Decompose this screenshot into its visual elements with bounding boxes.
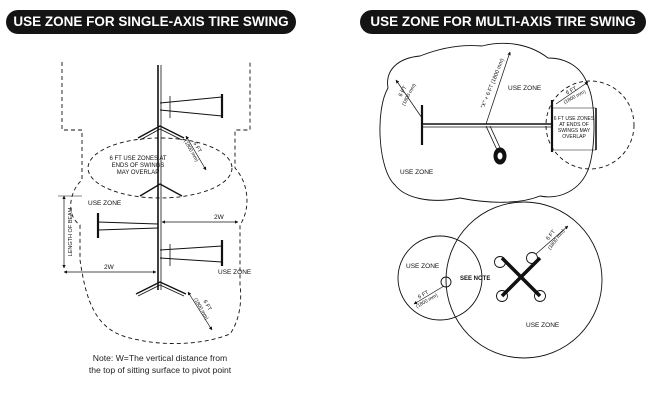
right-swing-chain [159, 245, 223, 251]
seat-top-left [494, 256, 506, 268]
bottom-dim-6ft: 6 FT [417, 289, 430, 300]
top-overlap-line1: 6 FT USE ZONES [554, 116, 595, 122]
bottom-use-zone-label-1: USE ZONE [406, 263, 440, 270]
seat-bottom-left [496, 290, 508, 302]
dim-6ft-upper-line [185, 135, 207, 171]
right-title-banner: USE ZONE FOR MULTI-AXIS TIRE SWING [360, 10, 646, 34]
top-overlap-line4: OVERLAP [562, 134, 586, 140]
upper-a-frame [137, 125, 185, 139]
multi-axis-top-cloud [379, 42, 595, 203]
tire-swing-chain [485, 125, 499, 153]
left-use-zone-label-2: USE ZONE [218, 269, 252, 276]
middle-a-frame [139, 183, 183, 197]
overlap-note-line2: ENDS OF SWINGS [112, 163, 165, 169]
multi-axis-bottom-diagram [397, 201, 603, 359]
top-6ft-dim-line [395, 79, 423, 119]
top-overlap-line2: AT ENDS OF [559, 122, 589, 128]
left-title-banner: USE ZONE FOR SINGLE-AXIS TIRE SWING [6, 10, 296, 34]
single-axis-diagram [58, 62, 251, 345]
top-right-6ft-dim-line [555, 81, 589, 105]
top-use-zone-label-1: USE ZONE [508, 85, 542, 92]
small-use-zone-circle [397, 235, 483, 321]
w-definition-note: Note: W=The vertical distance from the t… [60, 352, 260, 376]
bottom-use-zone-label-2: USE ZONE [526, 322, 560, 329]
overlap-ellipse [87, 137, 233, 199]
note-line-1: Note: W=The vertical distance from [92, 353, 228, 363]
dim-2w-right-label: 2W [214, 214, 225, 221]
radius-dim-line [485, 51, 511, 125]
top-dim-6ft: 6 FT [398, 85, 409, 98]
seat-far-left [440, 276, 452, 288]
left-use-zone-label-1: USE ZONE [88, 200, 122, 207]
beam-length-label: LENGTH OF BEAM [68, 207, 74, 256]
overlap-note-line1: 6 FT USE ZONES AT [109, 156, 166, 162]
multi-axis-end-circle [545, 80, 635, 170]
bottom-right-6ft-dim-line [535, 225, 569, 255]
seat-top-right [526, 252, 538, 264]
top-right-dim-6ft: 6 FT [565, 86, 578, 97]
left-dim-6ft-lower: 6 FT [201, 299, 212, 312]
upper-swing-chain [159, 96, 223, 104]
top-overlap-line3: SWINGS MAY [558, 128, 591, 134]
see-note-label: SEE NOTE [460, 276, 490, 282]
x-frame-leg-2 [500, 256, 542, 298]
multi-axis-top-diagram [379, 42, 635, 203]
bottom-a-frame [135, 281, 187, 295]
overlap-note-line3: MAY OVERLAP [117, 170, 159, 176]
top-use-zone-label-2: USE ZONE [400, 169, 434, 176]
single-axis-use-zone-boundary [61, 62, 251, 345]
large-use-zone-circle [445, 201, 603, 359]
dim-2w-left-label: 2W [104, 264, 115, 271]
bottom-left-6ft-dim-line [413, 285, 445, 305]
note-line-2: the top of sitting surface to pivot poin… [88, 365, 232, 375]
seat-bottom-right [534, 290, 546, 302]
dim-6ft-lower-line [187, 291, 213, 331]
left-swing-chain [97, 221, 159, 225]
left-dim-6ft-upper: 6 FT [191, 141, 202, 154]
